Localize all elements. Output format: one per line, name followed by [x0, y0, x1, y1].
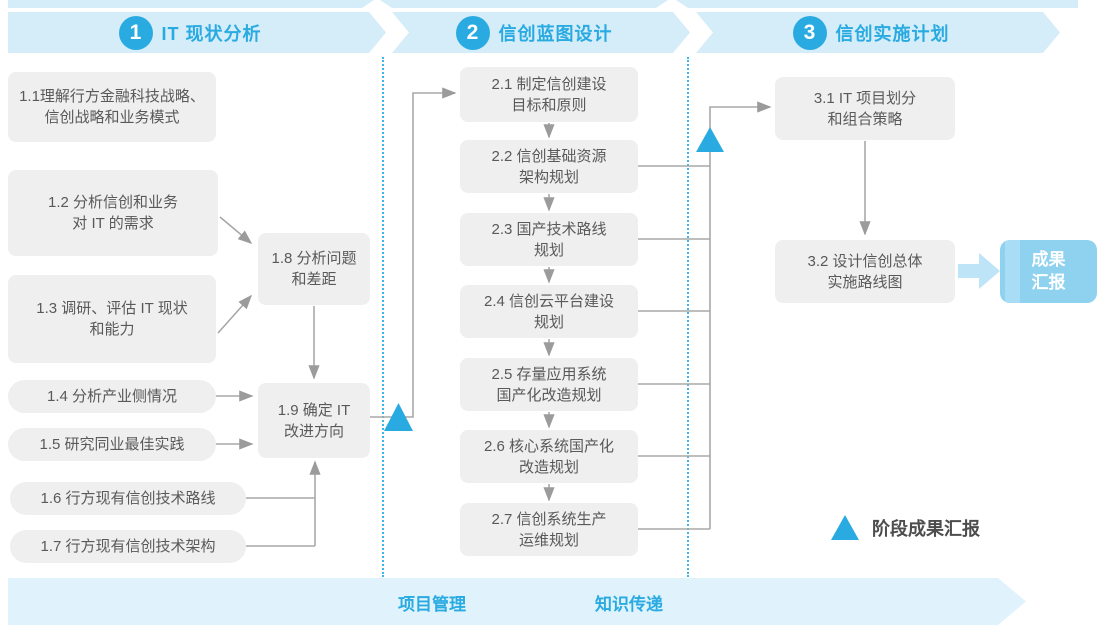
step-3-1-line: 3.1 IT 项目划分	[813, 89, 917, 107]
step-2-1-line: 目标和原则	[511, 96, 587, 114]
step-1-2-line: 1.2 分析信创和业务	[47, 194, 179, 211]
step-1-2-box: 1.2 分析信创和业务 对 IT 的需求	[8, 170, 218, 256]
step-1-8-line: 1.8 分析问题	[271, 250, 357, 267]
step-1-7-line: 1.7 行方现有信创技术架构	[40, 538, 216, 555]
step-2-5-box: 2.5 存量应用系统 国产化改造规划	[460, 358, 638, 411]
step-2-4-box: 2.4 信创云平台建设 规划	[460, 285, 638, 338]
step-2-2-box: 2.2 信创基础资源 架构规划	[460, 140, 638, 193]
connector-1-2-to-1-8	[219, 216, 253, 245]
step-2-3-line: 2.3 国产技术路线	[491, 220, 607, 238]
step-3-2-line: 3.2 设计信创总体	[807, 252, 923, 270]
step-1-5-box: 1.5 研究同业最佳实践	[8, 428, 216, 461]
top-strip-segment-2	[380, 0, 668, 8]
bottom-label-project-management: 项目管理	[398, 595, 466, 614]
step-2-4-line: 2.4 信创云平台建设	[483, 292, 615, 310]
block-arrow-3-2-to-result	[958, 253, 1000, 289]
step-2-3-box: 2.3 国产技术路线 规划	[460, 213, 638, 266]
result-report-line: 成果	[1031, 249, 1066, 269]
milestone-triangle-phase-2	[696, 127, 724, 152]
step-1-9-box: 1.9 确定 IT 改进方向	[258, 383, 370, 458]
step-2-5-line: 国产化改造规划	[496, 386, 602, 404]
legend-label: 阶段成果汇报	[872, 519, 980, 539]
phase-separator-dotted-line-2	[687, 57, 689, 577]
step-1-1-box: 1.1理解行方金融科技战略、 信创战略和业务模式	[8, 72, 216, 142]
step-1-6-box: 1.6 行方现有信创技术路线	[10, 482, 246, 515]
step-1-5-line: 1.5 研究同业最佳实践	[39, 436, 185, 453]
step-2-3-line: 规划	[533, 241, 564, 259]
top-strip-segment-1	[8, 0, 374, 8]
step-1-2-line: 对 IT 的需求	[72, 215, 154, 232]
step-1-1-line: 信创战略和业务模式	[44, 109, 180, 126]
step-1-8-line: 和差距	[291, 271, 337, 288]
result-report-line: 汇报	[1031, 272, 1066, 292]
step-1-6-line: 1.6 行方现有信创技术路线	[40, 490, 216, 507]
phase-3-title: 信创实施计划	[835, 23, 950, 44]
phase-3-number-badge: 3	[793, 16, 827, 50]
step-2-2-line: 架构规划	[518, 168, 579, 186]
step-1-8-box: 1.8 分析问题 和差距	[258, 233, 370, 305]
step-3-1-line: 和组合策略	[827, 110, 903, 128]
connector-collector-to-3-1	[709, 101, 772, 529]
step-1-4-line: 1.4 分析产业侧情况	[46, 388, 178, 405]
top-strip-segment-3	[676, 0, 1078, 8]
step-1-7-box: 1.7 行方现有信创技术架构	[10, 530, 246, 563]
step-2-7-box: 2.7 信创系统生产 运维规划	[460, 503, 638, 556]
phase-2-title: 信创蓝图设计	[498, 23, 613, 44]
result-box-stripe	[1005, 240, 1020, 303]
result-report-box: 成果 汇报	[1000, 240, 1097, 303]
step-1-4-box: 1.4 分析产业侧情况	[8, 380, 216, 413]
step-2-1-box: 2.1 制定信创建设 目标和原则	[460, 67, 638, 122]
step-3-2-box: 3.2 设计信创总体 实施路线图	[775, 240, 955, 303]
step-3-2-line: 实施路线图	[827, 273, 903, 291]
step-2-5-line: 2.5 存量应用系统	[491, 365, 607, 383]
step-1-9-line: 改进方向	[283, 422, 344, 440]
step-2-7-line: 2.7 信创系统生产	[491, 510, 607, 528]
step-2-1-line: 2.1 制定信创建设	[491, 75, 607, 93]
step-1-3-box: 1.3 调研、评估 IT 现状 和能力	[8, 275, 216, 363]
milestone-triangle-phase-1	[384, 403, 413, 431]
step-1-1-line: 1.1理解行方金融科技战略、	[19, 88, 205, 105]
phase-1-title: IT 现状分析	[161, 23, 262, 44]
bottom-label-knowledge-transfer: 知识传递	[595, 595, 663, 614]
phase-2-number-badge: 2	[456, 16, 490, 50]
step-2-6-box: 2.6 核心系统国产化 改造规划	[460, 430, 638, 483]
step-2-2-line: 2.2 信创基础资源	[491, 147, 607, 165]
step-3-1-box: 3.1 IT 项目划分 和组合策略	[775, 77, 955, 140]
phase-2-banner: 2 信创蓝图设计	[392, 12, 690, 53]
connector-1-3-to-1-8	[217, 294, 253, 334]
step-2-6-line: 2.6 核心系统国产化	[483, 437, 615, 455]
phase-3-banner: 3 信创实施计划	[696, 12, 1060, 53]
phase-1-number-badge: 1	[119, 16, 153, 50]
step-1-9-line: 1.9 确定 IT	[277, 401, 351, 419]
step-2-4-line: 规划	[533, 313, 564, 331]
step-2-6-line: 改造规划	[518, 458, 579, 476]
step-1-3-line: 和能力	[89, 321, 135, 338]
step-2-7-line: 运维规划	[518, 531, 579, 549]
legend-triangle-icon	[831, 515, 859, 540]
phase-1-banner: 1 IT 现状分析	[8, 12, 386, 53]
step-1-3-line: 1.3 调研、评估 IT 现状	[36, 300, 188, 317]
phase-separator-dotted-line-1	[382, 57, 384, 577]
bottom-banner: 项目管理 知识传递	[8, 578, 1026, 625]
